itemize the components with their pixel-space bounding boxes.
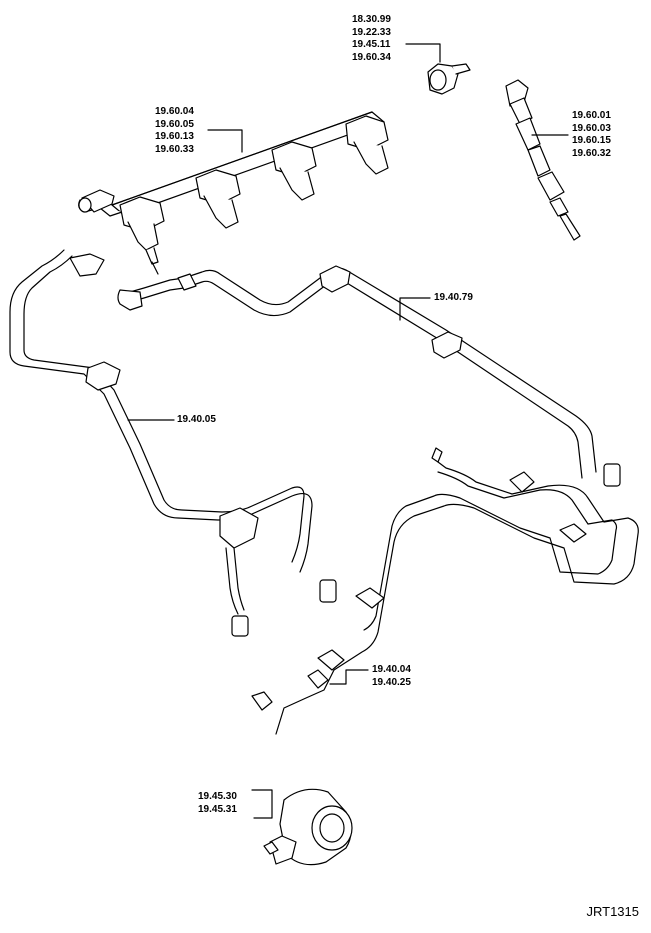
callout-pipe-lower-2: 19.40.25	[372, 676, 411, 688]
callout-fuel-rail-2: 19.60.05	[155, 118, 194, 130]
callout-injector-1: 19.60.01	[572, 110, 611, 121]
callout-sensor-2: 19.22.33	[352, 26, 391, 38]
callout-pipe-upper: 19.40.79	[434, 292, 473, 305]
pipe-left	[9, 249, 337, 637]
callout-sensor: 18.30.99 19.22.33 19.45.11 19.60.34	[352, 14, 391, 64]
callout-pump: 19.45.30 19.45.31	[198, 791, 237, 816]
callout-pipe-upper-1: 19.40.79	[434, 292, 473, 303]
pipe-lower	[251, 447, 639, 735]
callout-pipe-left-1: 19.40.05	[177, 414, 216, 425]
pipe-upper	[117, 265, 621, 487]
callout-fuel-rail-1: 19.60.04	[155, 106, 194, 117]
callout-injector-2: 19.60.03	[572, 122, 611, 134]
callout-fuel-rail-3: 19.60.13	[155, 131, 194, 142]
fuel-pump	[263, 788, 353, 866]
callout-pipe-left: 19.40.05	[177, 414, 216, 427]
injector	[505, 79, 581, 241]
callout-fuel-rail-4: 19.60.33	[155, 143, 194, 155]
callout-fuel-rail: 19.60.04 19.60.05 19.60.13 19.60.33	[155, 106, 194, 156]
callout-injector: 19.60.01 19.60.03 19.60.15 19.60.32	[572, 110, 611, 160]
pipe-upper-leader	[399, 297, 431, 321]
drawing-id: JRT1315	[586, 904, 639, 919]
callout-pipe-lower-1: 19.40.04	[372, 664, 411, 675]
callout-sensor-3: 19.45.11	[352, 39, 391, 50]
callout-sensor-4: 19.60.34	[352, 51, 391, 63]
callout-pipe-lower: 19.40.04 19.40.25	[372, 664, 411, 689]
pressure-sensor	[427, 63, 471, 95]
fuel-rail-leader	[207, 129, 243, 153]
callout-injector-3: 19.60.15	[572, 135, 611, 146]
callout-pump-1: 19.45.30	[198, 791, 237, 802]
callout-sensor-1: 18.30.99	[352, 14, 391, 25]
pipe-lower-leader	[329, 669, 369, 685]
sensor-leader	[405, 43, 441, 63]
pump-leader	[251, 789, 273, 819]
callout-pump-2: 19.45.31	[198, 803, 237, 815]
fuel-rail	[78, 111, 389, 275]
callout-injector-4: 19.60.32	[572, 147, 611, 159]
